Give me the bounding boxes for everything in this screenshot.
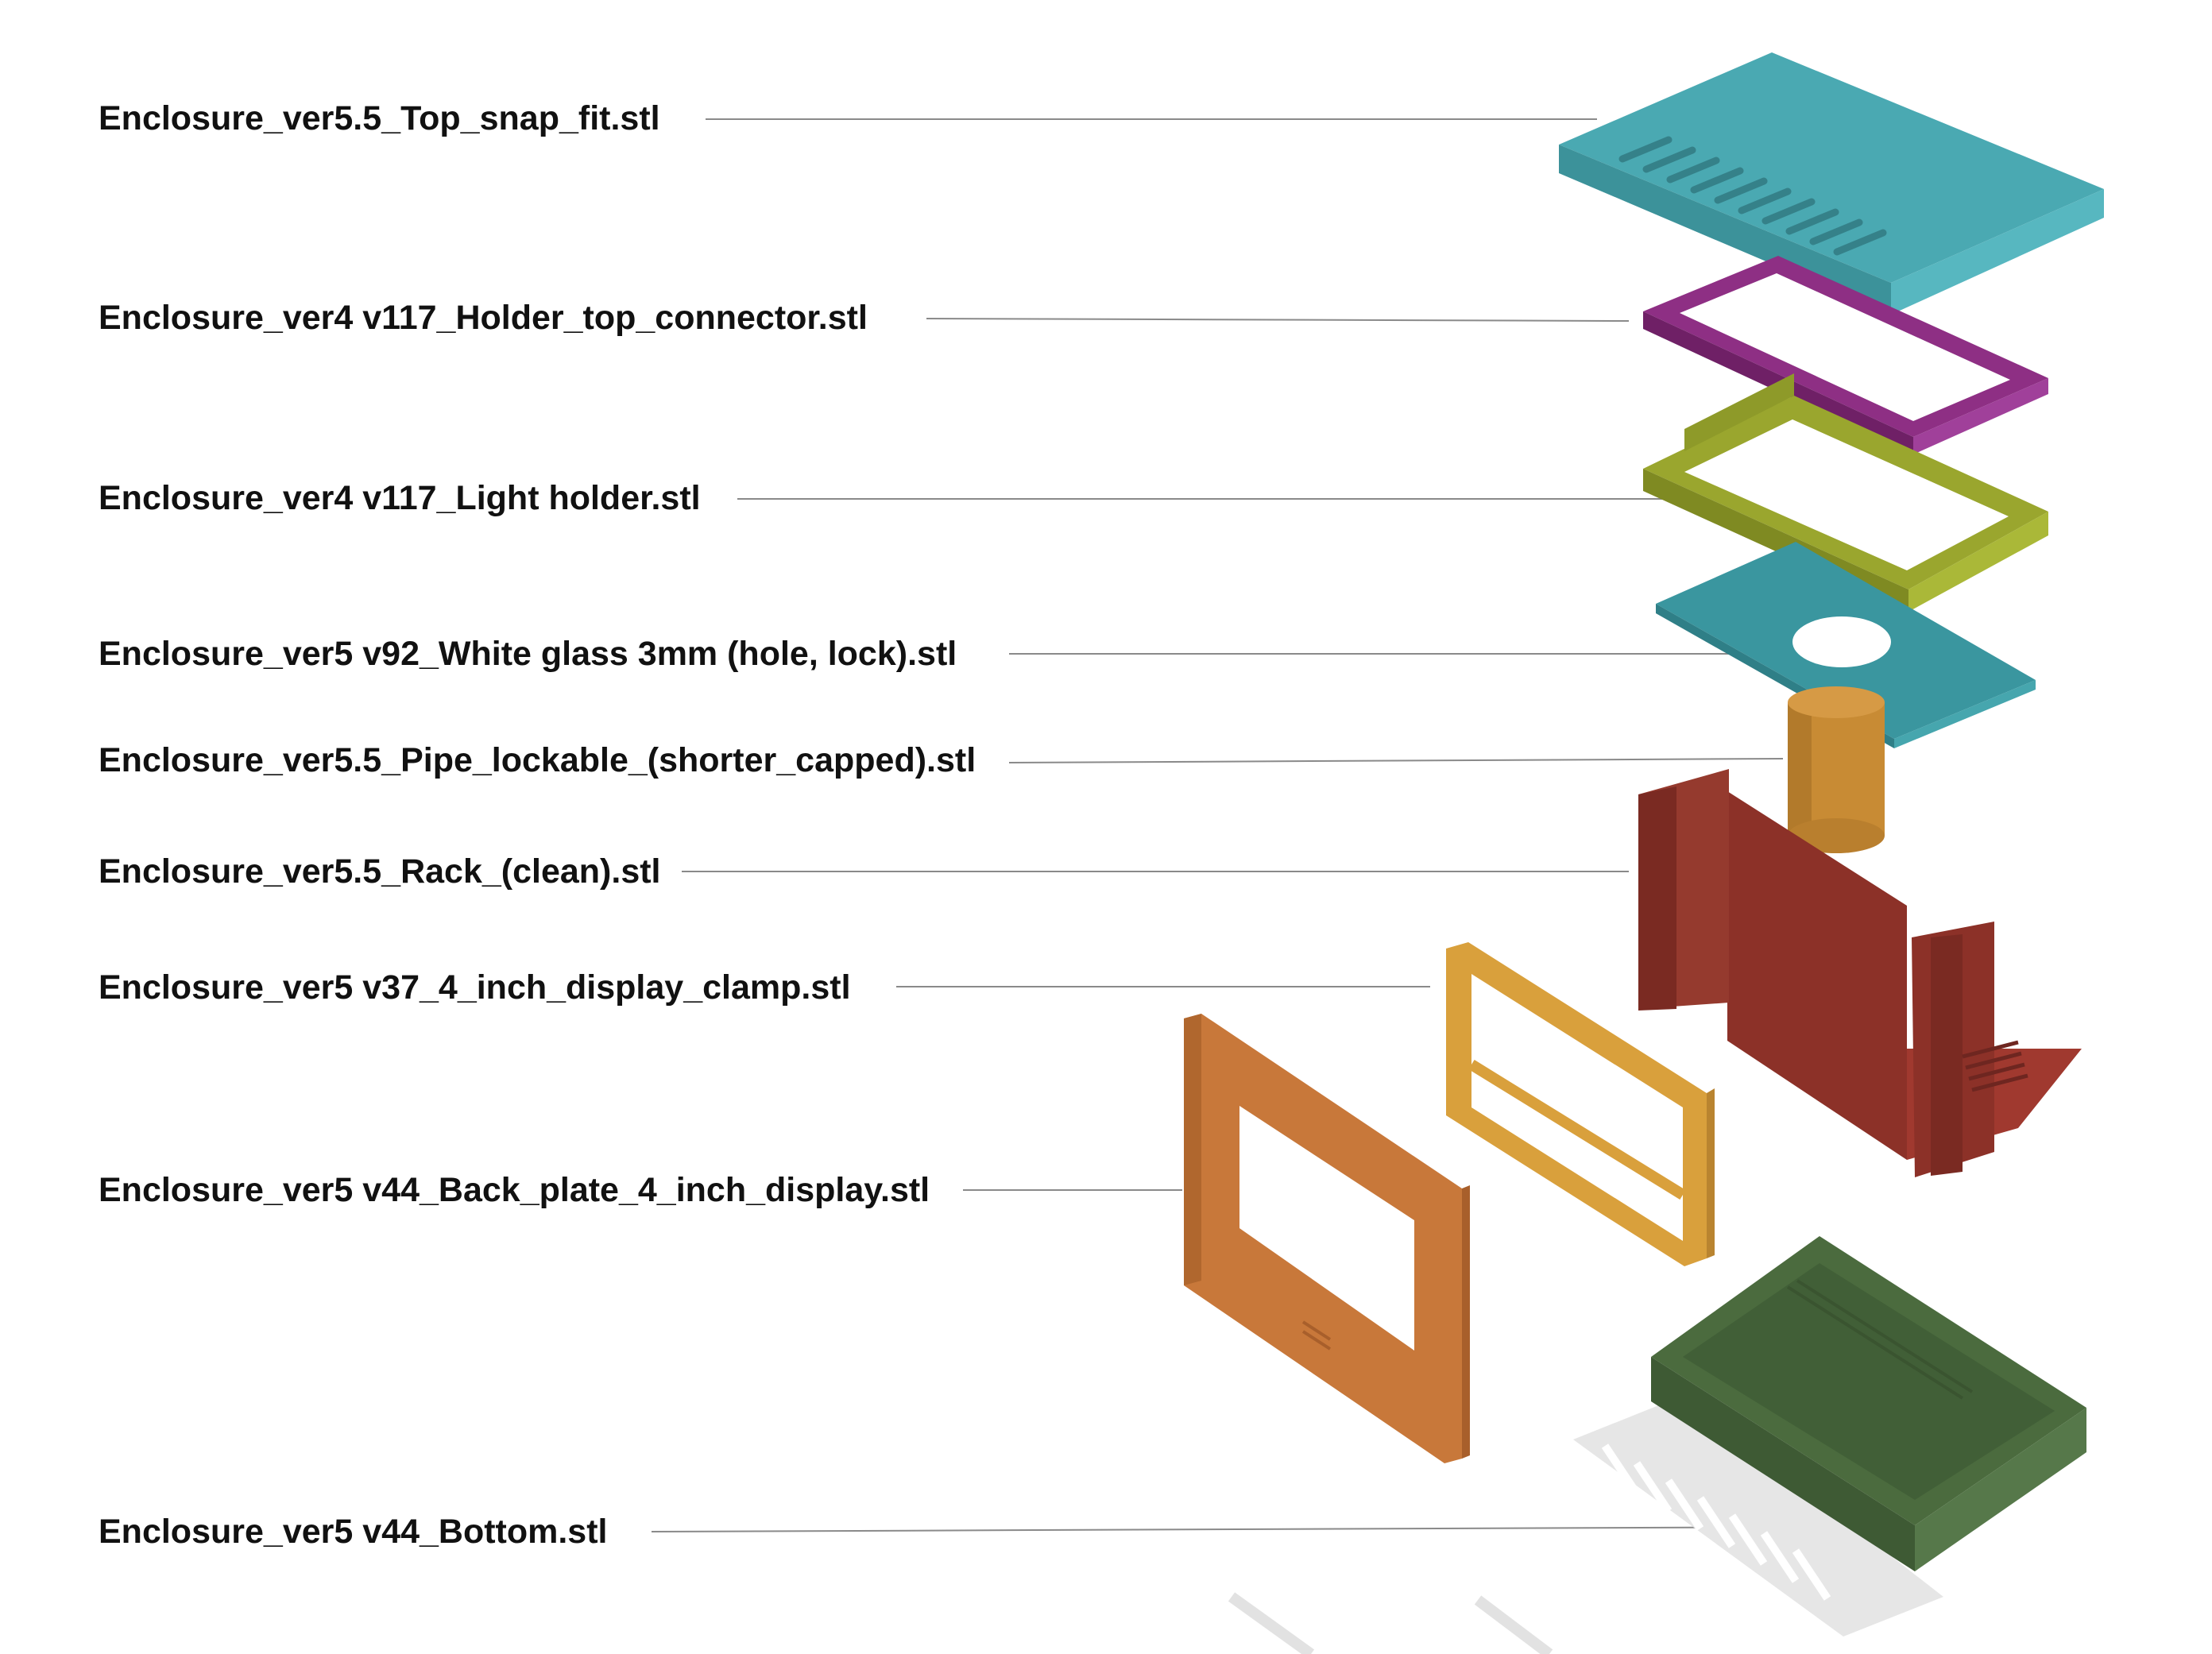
- label-pipe-lockable: Enclosure_ver5.5_Pipe_lockable_(shorter_…: [99, 741, 976, 779]
- label-top-snap-fit: Enclosure_ver5.5_Top_snap_fit.stl: [99, 99, 660, 137]
- part-display-clamp: [1446, 942, 1715, 1266]
- part-back-plate: [1184, 1014, 1470, 1463]
- part-labels: Enclosure_ver5.5_Top_snap_fit.stl Enclos…: [99, 99, 1831, 1551]
- leader-bottom: [651, 1526, 1831, 1532]
- part-bottom: [1228, 1236, 2086, 1654]
- label-rack: Enclosure_ver5.5_Rack_(clean).stl: [99, 852, 661, 891]
- label-light-holder: Enclosure_ver4 v117_Light holder.stl: [99, 479, 701, 517]
- part-pipe-lockable: [1788, 686, 1885, 853]
- leader-holder-top-connector: [926, 318, 1630, 322]
- label-holder-top-connector: Enclosure_ver4 v117_Holder_top_connector…: [99, 299, 868, 337]
- label-display-clamp: Enclosure_ver5 v37_4_inch_display_clamp.…: [99, 968, 851, 1007]
- part-top-snap-fit: [1559, 52, 2104, 315]
- leader-pipe-lockable: [1008, 758, 1784, 763]
- label-white-glass: Enclosure_ver5 v92_White glass 3mm (hole…: [99, 635, 957, 673]
- label-back-plate: Enclosure_ver5 v44_Back_plate_4_inch_dis…: [99, 1171, 930, 1209]
- label-bottom: Enclosure_ver5 v44_Bottom.stl: [99, 1513, 608, 1551]
- part-rack: [1638, 769, 2082, 1177]
